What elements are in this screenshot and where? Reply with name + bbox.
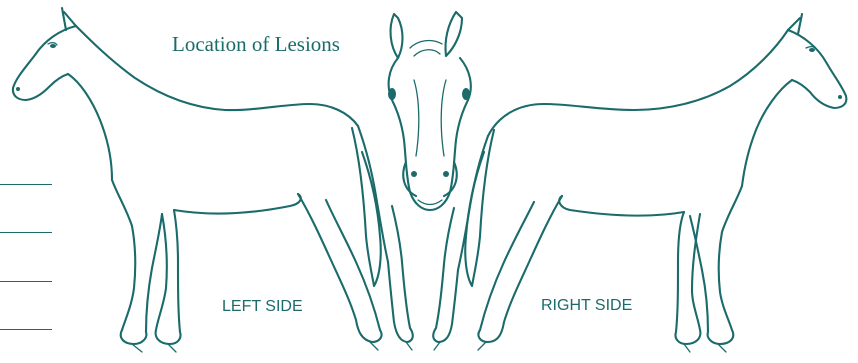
right-side-label: RIGHT SIDE	[541, 297, 632, 315]
front-head-figure	[388, 12, 471, 210]
left-horse-figure	[13, 8, 413, 352]
blank-line-1	[0, 184, 52, 185]
left-side-label: LEFT SIDE	[222, 298, 303, 316]
diagram-title: Location of Lesions	[172, 32, 340, 57]
right-horse-figure	[433, 14, 846, 352]
blank-line-3	[0, 281, 52, 282]
blank-line-2	[0, 232, 52, 233]
blank-line-4	[0, 329, 52, 330]
